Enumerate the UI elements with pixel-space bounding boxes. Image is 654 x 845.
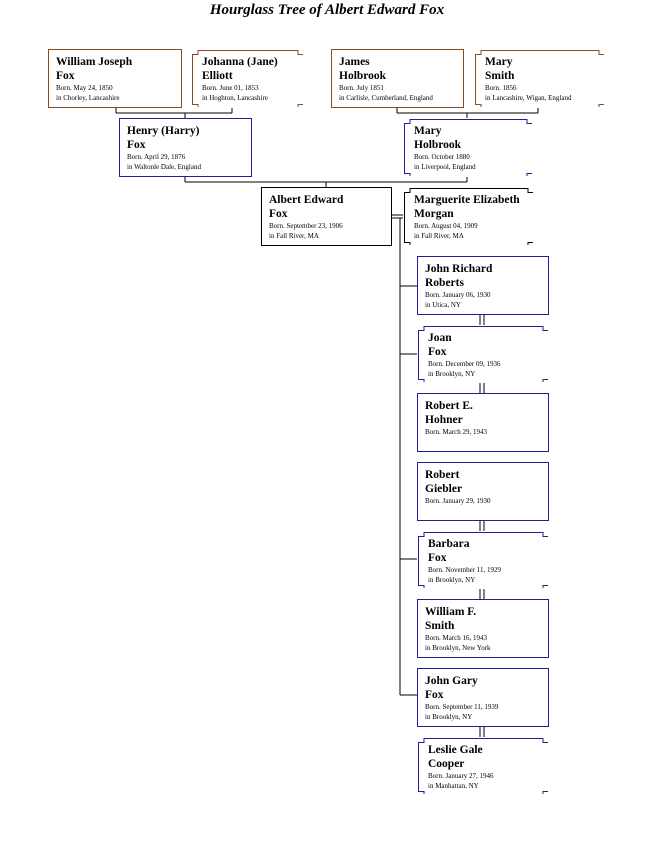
person-last-name: Fox <box>428 346 447 358</box>
person-last-name: Fox <box>425 689 444 701</box>
person-last-name: Hohner <box>425 414 463 426</box>
person-box-marguerite-morgan[interactable]: Marguerite Elizabeth Morgan Born. August… <box>403 187 534 246</box>
person-birth-place: in Utica, NY <box>425 301 461 309</box>
person-box-john-gary-fox[interactable]: John Gary Fox Born. September 11, 1939 i… <box>417 668 549 727</box>
notched-frame <box>418 326 548 382</box>
person-birth-place: in Liverpool, England <box>414 163 476 171</box>
person-birth-date: Born. May 24, 1850 <box>56 84 113 92</box>
person-first-name: William Joseph <box>56 56 133 68</box>
person-birth-place: in Chorley, Lancashire <box>56 94 120 102</box>
person-birth-date: Born. November 11, 1929 <box>428 566 502 574</box>
person-birth-date: Born. 1856 <box>485 84 517 92</box>
person-box-robert-giebler[interactable]: Robert Giebler Born. January 29, 1930 <box>417 462 549 521</box>
person-birth-date: Born. March 29, 1943 <box>425 428 488 436</box>
person-birth-place: in Brooklyn, NY <box>425 713 473 721</box>
person-birth-date: Born. August 04, 1909 <box>414 222 478 230</box>
person-first-name: Henry (Harry) <box>127 125 200 137</box>
person-box-leslie-gale-cooper[interactable]: Leslie Gale Cooper Born. January 27, 194… <box>417 737 549 795</box>
person-box-john-richard-roberts[interactable]: John Richard Roberts Born. January 06, 1… <box>417 256 549 315</box>
person-last-name: Fox <box>428 552 447 564</box>
person-birth-place: in Carlisle, Cumberland, England <box>339 94 433 102</box>
person-last-name: Fox <box>127 139 146 151</box>
person-box-william-joseph-fox[interactable]: William Joseph Fox Born. May 24, 1850 in… <box>48 49 182 108</box>
person-first-name: William F. <box>425 606 477 618</box>
person-first-name: John Gary <box>425 675 478 687</box>
person-box-mary-holbrook[interactable]: Mary Holbrook Born. October 1880 in Live… <box>403 118 533 177</box>
person-birth-place: in Brooklyn, NY <box>428 576 476 584</box>
person-first-name: Marguerite Elizabeth <box>414 194 520 206</box>
person-first-name: Joan <box>428 332 452 344</box>
person-last-name: Roberts <box>425 277 464 289</box>
person-box-albert-edward-fox[interactable]: Albert Edward Fox Born. September 23, 19… <box>261 187 392 246</box>
person-birth-place: in Brooklyn, NY <box>428 370 476 378</box>
chart-title: Hourglass Tree of Albert Edward Fox <box>209 2 445 18</box>
person-last-name: Elliott <box>202 70 233 82</box>
person-last-name: Smith <box>425 620 455 632</box>
person-box-joan-fox[interactable]: Joan Fox Born. December 09, 1936 in Broo… <box>417 325 549 383</box>
person-last-name: Fox <box>56 70 75 82</box>
person-last-name: Cooper <box>428 758 465 770</box>
person-first-name: Barbara <box>428 538 470 550</box>
person-first-name: Robert E. <box>425 400 473 412</box>
person-box-james-holbrook[interactable]: James Holbrook Born. July 1851 in Carlis… <box>331 49 464 108</box>
person-last-name: Morgan <box>414 208 454 220</box>
notched-frame <box>418 532 548 588</box>
person-birth-place: in Fall River, MA <box>414 232 464 240</box>
person-first-name: Albert Edward <box>269 194 344 206</box>
person-birth-place: in Hoghton, Lancashire <box>202 94 268 102</box>
person-birth-date: Born. January 27, 1946 <box>428 772 494 780</box>
person-birth-date: Born. March 16, 1943 <box>425 634 488 642</box>
person-first-name: Mary <box>414 125 442 137</box>
person-last-name: Fox <box>269 208 288 220</box>
person-box-mary-smith[interactable]: Mary Smith Born. 1856 in Lancashire, Wig… <box>474 49 605 108</box>
person-birth-date: Born. October 1880 <box>414 153 470 161</box>
person-first-name: James <box>339 56 370 68</box>
person-birth-date: Born. January 29, 1930 <box>425 497 491 505</box>
person-birth-date: Born. September 11, 1939 <box>425 703 499 711</box>
person-box-henry-fox[interactable]: Henry (Harry) Fox Born. April 29, 1876 i… <box>119 118 252 177</box>
person-last-name: Giebler <box>425 483 463 495</box>
person-birth-date: Born. January 06, 1930 <box>425 291 491 299</box>
person-birth-date: Born. July 1851 <box>339 84 384 92</box>
person-last-name: Holbrook <box>414 139 462 151</box>
person-birth-place: in Lancashire, Wigan, England <box>485 94 572 102</box>
person-first-name: John Richard <box>425 263 493 275</box>
person-box-robert-e-hohner[interactable]: Robert E. Hohner Born. March 29, 1943 <box>417 393 549 452</box>
person-birth-date: Born. June 01, 1853 <box>202 84 259 92</box>
notched-frame <box>404 188 533 245</box>
notched-frame <box>418 738 548 794</box>
person-last-name: Holbrook <box>339 70 387 82</box>
person-birth-date: Born. December 09, 1936 <box>428 360 501 368</box>
person-box-william-f-smith[interactable]: William F. Smith Born. March 16, 1943 in… <box>417 599 549 658</box>
person-box-barbara-fox[interactable]: Barbara Fox Born. November 11, 1929 in B… <box>417 531 549 589</box>
notched-frame <box>192 50 303 107</box>
person-first-name: Johanna (Jane) <box>202 56 278 68</box>
person-last-name: Smith <box>485 70 515 82</box>
person-birth-date: Born. September 23, 1906 <box>269 222 343 230</box>
notched-frame <box>475 50 604 107</box>
person-first-name: Mary <box>485 56 513 68</box>
person-birth-place: in Waltonle Dale, England <box>127 163 201 171</box>
person-birth-place: in Fall River, MA <box>269 232 319 240</box>
person-first-name: Leslie Gale <box>428 744 483 756</box>
person-box-johanna-elliott[interactable]: Johanna (Jane) Elliott Born. June 01, 18… <box>191 49 304 108</box>
person-birth-place: in Brooklyn, New York <box>425 644 491 652</box>
person-birth-date: Born. April 29, 1876 <box>127 153 186 161</box>
person-birth-place: in Manhattan, NY <box>428 782 479 790</box>
person-first-name: Robert <box>425 469 460 481</box>
notched-frame <box>404 119 532 176</box>
